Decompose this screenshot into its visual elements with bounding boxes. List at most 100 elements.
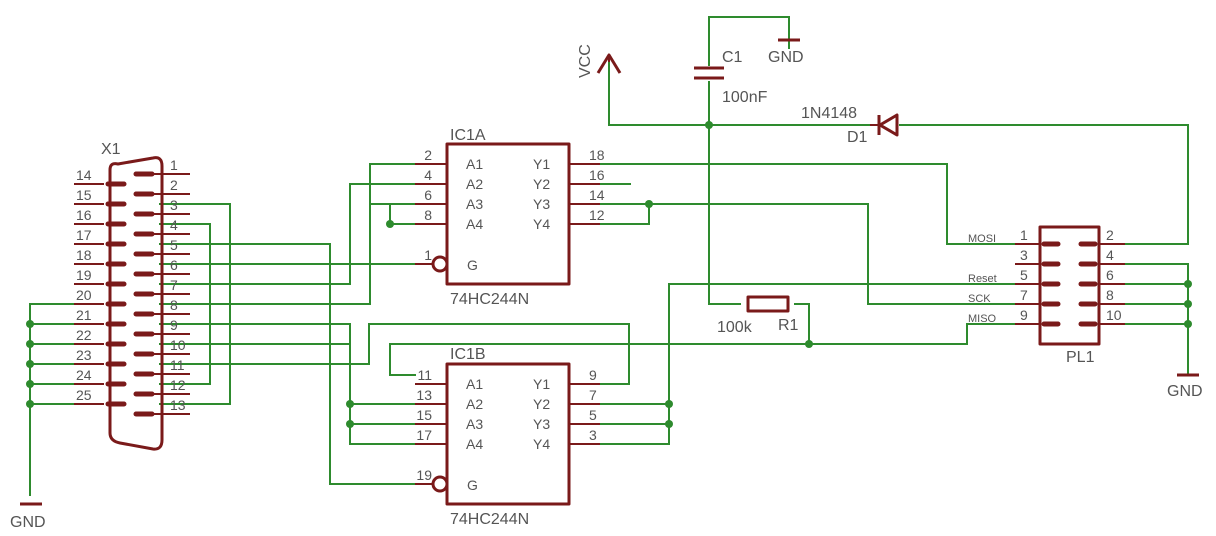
junction-dot — [705, 121, 713, 129]
junction-dot — [1184, 300, 1192, 308]
junction-dot — [1184, 320, 1192, 328]
ic-output-label: Y3 — [533, 416, 550, 432]
x1-pin-number: 5 — [170, 237, 178, 253]
wire-miso — [389, 323, 1033, 376]
ic-pin-number: 5 — [589, 407, 597, 423]
ic-pin-number: 13 — [416, 387, 432, 403]
vcc-symbol: VCC — [577, 44, 622, 78]
junction-dot — [346, 420, 354, 428]
x1-pin-number: 20 — [76, 287, 92, 303]
pl1-pin-number: 1 — [1020, 227, 1028, 243]
wires — [29, 16, 1189, 496]
gnd-label-x1: GND — [10, 514, 46, 531]
junction-dot — [665, 420, 673, 428]
junction-dot — [645, 200, 653, 208]
junction-dot — [26, 340, 34, 348]
r1-value: 100k — [717, 319, 753, 336]
ic-output-label: Y1 — [533, 376, 550, 392]
ic1b-name: IC1B — [450, 346, 486, 363]
ic-pin-number: 9 — [589, 367, 597, 383]
wire-x1-7 — [159, 203, 416, 305]
x1-pin-number: 1 — [170, 157, 178, 173]
ic-gate-label: G — [467, 477, 478, 493]
ic1a-name: IC1A — [450, 127, 486, 144]
x1-pin-number: 22 — [76, 327, 92, 343]
wire-x1-6 — [159, 183, 416, 285]
d1-value: 1N4148 — [801, 105, 857, 122]
pl1-pin-number: 8 — [1106, 287, 1114, 303]
ic-pin-number: 1 — [424, 247, 432, 263]
junction-dot — [26, 380, 34, 388]
pl1-name: PL1 — [1066, 349, 1095, 366]
junction-dot — [26, 400, 34, 408]
junction-dot — [26, 360, 34, 368]
x1-pin-number: 25 — [76, 387, 92, 403]
x1-pin-number: 7 — [170, 277, 178, 293]
wire-d1-pl1 — [899, 124, 1189, 245]
pl1-pin-number: 9 — [1020, 307, 1028, 323]
ic1b: IC1B 74HC244N 11A113A215A317A49Y17Y25Y33… — [415, 346, 600, 528]
pl1-pin-number: 3 — [1020, 247, 1028, 263]
x1-pin-number: 13 — [170, 397, 186, 413]
junction-dot — [1184, 280, 1192, 288]
ic-pin-number: 16 — [589, 167, 605, 183]
ic-input-label: A3 — [466, 416, 483, 432]
ic1b-value: 74HC244N — [450, 511, 529, 528]
ic1a: IC1A 74HC244N 2A14A26A38A418Y116Y214Y312… — [415, 127, 605, 308]
ic-output-label: Y4 — [533, 216, 550, 232]
c1-capacitor: C1 100nF — [694, 49, 768, 106]
ic-pin-number: 17 — [416, 427, 432, 443]
wire-ic1b-9 — [159, 323, 630, 385]
x1-pin-number: 18 — [76, 247, 92, 263]
x1-pin-number: 10 — [170, 337, 186, 353]
x1-pin-number: 8 — [170, 297, 178, 313]
junction-dot — [665, 400, 673, 408]
junction-dot — [386, 220, 394, 228]
pl1-pin-number: 6 — [1106, 267, 1114, 283]
x1-pin-number: 6 — [170, 257, 178, 273]
gnd-symbol-pl1: GND — [1167, 373, 1203, 400]
wire-vcc-r1 — [708, 124, 741, 305]
x1-pin-number: 24 — [76, 367, 92, 383]
r1-body — [746, 295, 790, 313]
x1-pin-number: 14 — [76, 167, 92, 183]
ic-input-label: A4 — [466, 216, 483, 232]
gnd-symbol-c1: GND — [768, 38, 804, 66]
ic-pin-number: 8 — [424, 207, 432, 223]
r1-resistor: 100k R1 — [717, 295, 799, 336]
pl1-signal-label: MOSI — [968, 233, 996, 245]
x1-pin-number: 23 — [76, 347, 92, 363]
gnd-label-c1: GND — [768, 49, 804, 66]
x1-pin-number: 9 — [170, 317, 178, 333]
junction-dot — [805, 340, 813, 348]
c1-value: 100nF — [722, 89, 768, 106]
wire-vcc-rail — [608, 61, 871, 126]
ic-pin-number: 14 — [589, 187, 605, 203]
pl1-pin-number: 4 — [1106, 247, 1114, 263]
wire-mosi — [589, 163, 1033, 245]
pl1-signal-label: Reset — [968, 273, 997, 285]
x1-name: X1 — [101, 141, 121, 158]
wire-c1-gnd — [708, 16, 790, 49]
pl1-pin-number: 7 — [1020, 287, 1028, 303]
ic-pin-number: 11 — [417, 367, 432, 383]
ic-output-label: Y2 — [533, 396, 550, 412]
junction-dot — [346, 400, 354, 408]
ic-pin-number: 18 — [589, 147, 605, 163]
ic-gate-label: G — [467, 257, 478, 273]
x1-pin-number: 15 — [76, 187, 92, 203]
wire-x1-a1 — [369, 163, 416, 305]
x1-pin-number: 19 — [76, 267, 92, 283]
ic-output-label: Y3 — [533, 196, 550, 212]
gnd-symbol-x1: GND — [10, 502, 46, 531]
junctions — [26, 121, 1192, 428]
x1-pin-number: 16 — [76, 207, 92, 223]
ic-output-label: Y2 — [533, 176, 550, 192]
wire-ic1b-3 — [589, 403, 670, 445]
inverter-bubble-icon — [431, 255, 449, 273]
d1-diode: 1N4148 D1 — [801, 105, 899, 146]
pl1-pin-number: 5 — [1020, 267, 1028, 283]
pl1-signal-label: SCK — [968, 293, 991, 305]
wire-r1-miso — [794, 303, 810, 345]
